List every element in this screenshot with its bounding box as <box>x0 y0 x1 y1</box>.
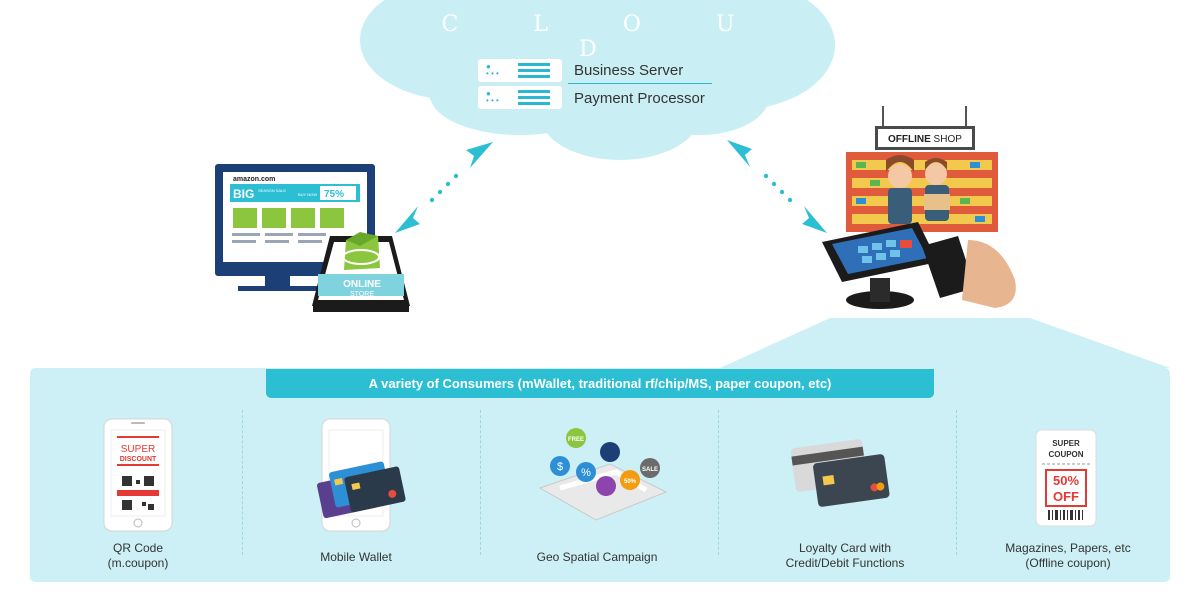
geo-tag-free: FREE <box>568 437 584 443</box>
pos-terminal-icon <box>822 222 1016 309</box>
item-label-mobile-wallet: Mobile Wallet <box>320 550 392 564</box>
offline-shop-sign: OFFLINE SHOP <box>888 134 962 145</box>
qr-discount-text: DISCOUNT <box>120 456 157 463</box>
ad-buy: BUY NOW <box>298 192 317 197</box>
server-rack-icon: ●• • • <box>478 59 562 82</box>
geo-map-icon: FREE $ % SALE 50% <box>538 428 668 521</box>
item-label-geo: Geo Spatial Campaign <box>536 550 658 564</box>
online-store-line1: ONLINE <box>343 279 381 290</box>
online-store-line2: STORE <box>350 291 374 298</box>
offline-shop-icon <box>846 106 998 232</box>
ad-big: BIG <box>233 187 254 201</box>
coupon-super-text: SUPER <box>1052 439 1080 448</box>
divider <box>480 410 481 555</box>
ad-logo: amazon.com <box>233 176 275 183</box>
paper-coupon-icon: SUPER COUPON 50% OFF <box>1035 429 1097 527</box>
divider <box>242 410 243 555</box>
divider <box>956 410 957 555</box>
payment-processor-label: Payment Processor <box>574 90 705 107</box>
item-label-qr: QR Code(m.coupon) <box>107 541 169 570</box>
arrow-right-connector <box>727 140 827 233</box>
online-store-tablet-icon <box>312 232 410 312</box>
coupon-off-text: OFF <box>1053 489 1079 504</box>
credit-cards-icon <box>790 439 890 507</box>
coupon-percent-text: 50% <box>1053 473 1079 488</box>
consumer-banner: A variety of Consumers (mWallet, traditi… <box>266 369 934 398</box>
qr-phone-icon: SUPER DISCOUNT <box>103 418 173 532</box>
item-label-paper: Magazines, Papers, etc(Offline coupon) <box>1005 541 1131 570</box>
geo-tag-fifty: 50% <box>624 479 637 485</box>
mobile-wallet-icon <box>317 418 406 532</box>
coupon-coupon-text: COUPON <box>1048 450 1083 459</box>
geo-tag-sale: SALE <box>642 467 658 473</box>
server-divider <box>568 83 712 84</box>
divider <box>718 410 719 555</box>
ad-season: SEASON SALE <box>258 188 286 193</box>
geo-tag-dollar: $ <box>557 461 563 473</box>
beam-connector <box>720 318 1170 368</box>
server-rack-icon: ●• • • <box>478 86 562 109</box>
ad-percent: 75% <box>324 189 344 200</box>
cloud-title: C L O U D <box>441 12 769 62</box>
arrow-left-connector <box>395 142 493 233</box>
qr-super-text: SUPER <box>121 444 155 455</box>
geo-tag-percent: % <box>581 467 591 479</box>
business-server-label: Business Server <box>574 62 684 79</box>
